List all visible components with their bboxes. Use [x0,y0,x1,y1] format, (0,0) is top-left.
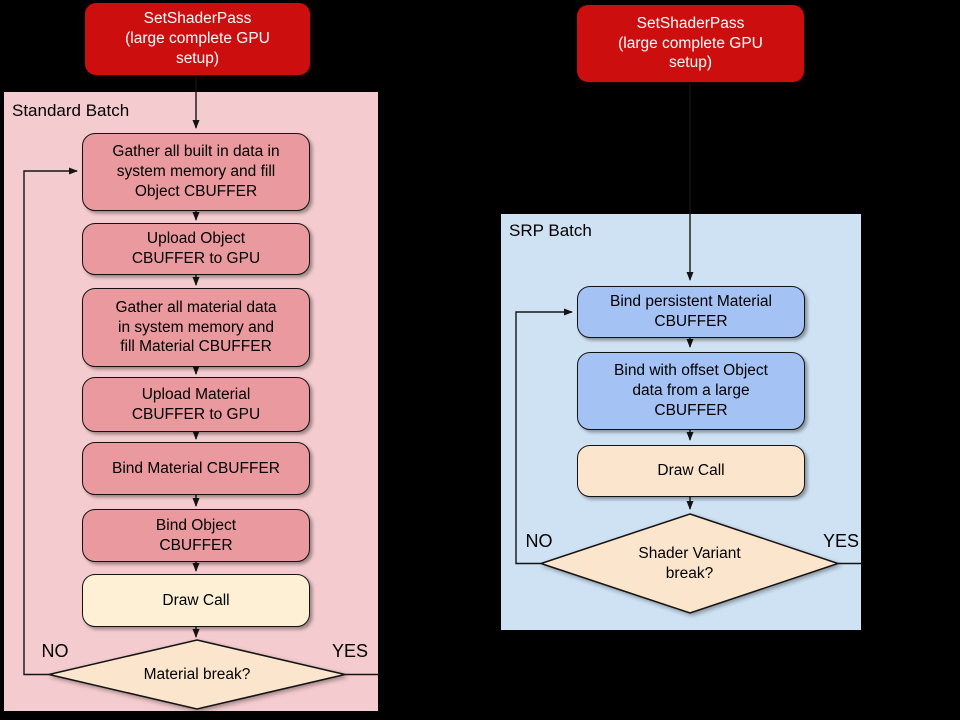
srp-batch-label: SRP Batch [509,221,592,240]
arrow-left-no-loop [23,167,78,676]
left-step-bind-material: Bind Material CBUFFER [82,442,310,495]
shader-variant-break-diamond [538,513,841,614]
right-yes-label: YES [822,531,860,551]
arrow-right-no-loop [515,308,573,565]
left-no-label: NO [41,641,69,661]
left-yes-label: YES [331,641,369,661]
right-no-label: NO [525,531,553,551]
right-step-draw-call: Draw Call [577,445,805,497]
standard-batch-label: Standard Batch [12,101,130,120]
material-break-diamond [48,639,346,710]
left-step-draw-call: Draw Call [82,574,310,627]
